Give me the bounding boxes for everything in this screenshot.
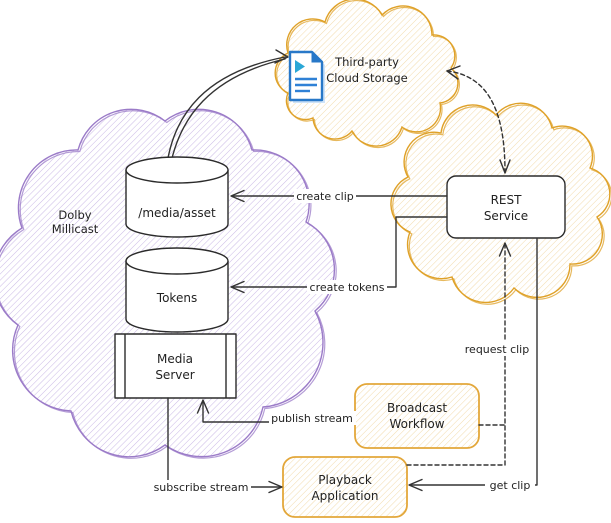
- svg-text:create clip: create clip: [296, 190, 354, 203]
- create-tokens-label: create tokens: [307, 280, 387, 294]
- broadcast-workflow-label-line1: Broadcast: [387, 401, 447, 415]
- broadcast-workflow-box: Broadcast Workflow: [354, 383, 480, 449]
- publish-stream-label: publish stream: [269, 411, 356, 425]
- get-clip-arrow: [408, 238, 538, 492]
- get-clip-label: get clip: [485, 478, 535, 492]
- broadcast-workflow-label-line2: Workflow: [389, 417, 444, 431]
- upload-to-storage-arrow: [165, 49, 289, 174]
- tokens-label: Tokens: [156, 291, 197, 305]
- media-server-box: Media Server: [114, 333, 237, 399]
- playback-application-label-line2: Application: [311, 489, 378, 503]
- svg-text:create tokens: create tokens: [310, 281, 385, 294]
- media-file-icon: [288, 50, 325, 103]
- third-party-cloud-label-line2: Cloud Storage: [326, 71, 408, 85]
- request-clip-label: request clip: [462, 341, 532, 356]
- svg-text:subscribe stream: subscribe stream: [154, 481, 249, 494]
- tokens-cylinder: Tokens: [125, 247, 229, 333]
- rest-service-label-line1: REST: [491, 193, 523, 207]
- third-party-cloud: Third-party Cloud Storage: [274, 0, 460, 149]
- media-asset-label: /media/asset: [138, 206, 216, 220]
- rest-service-label-line2: Service: [484, 209, 528, 223]
- third-party-cloud-label-line1: Third-party: [334, 55, 399, 69]
- create-clip-label: create clip: [294, 189, 356, 203]
- media-asset-cylinder: /media/asset: [125, 156, 229, 238]
- svg-text:publish stream: publish stream: [271, 412, 353, 425]
- request-clip-arrow: [406, 242, 512, 466]
- svg-text:get clip: get clip: [490, 479, 531, 492]
- dolby-cloud-label-line1: Dolby: [58, 208, 91, 222]
- dolby-cloud-label-line2: Millicast: [52, 222, 99, 236]
- rest-service-box: REST Service: [446, 175, 566, 239]
- playback-application-label-line1: Playback: [318, 473, 372, 487]
- media-server-label-line1: Media: [157, 352, 193, 366]
- svg-text:request clip: request clip: [465, 343, 529, 356]
- playback-application-box: Playback Application: [282, 456, 408, 518]
- subscribe-stream-label: subscribe stream: [152, 480, 251, 494]
- storage-rest-sync-arrow: [446, 65, 511, 174]
- media-server-label-line2: Server: [155, 368, 194, 382]
